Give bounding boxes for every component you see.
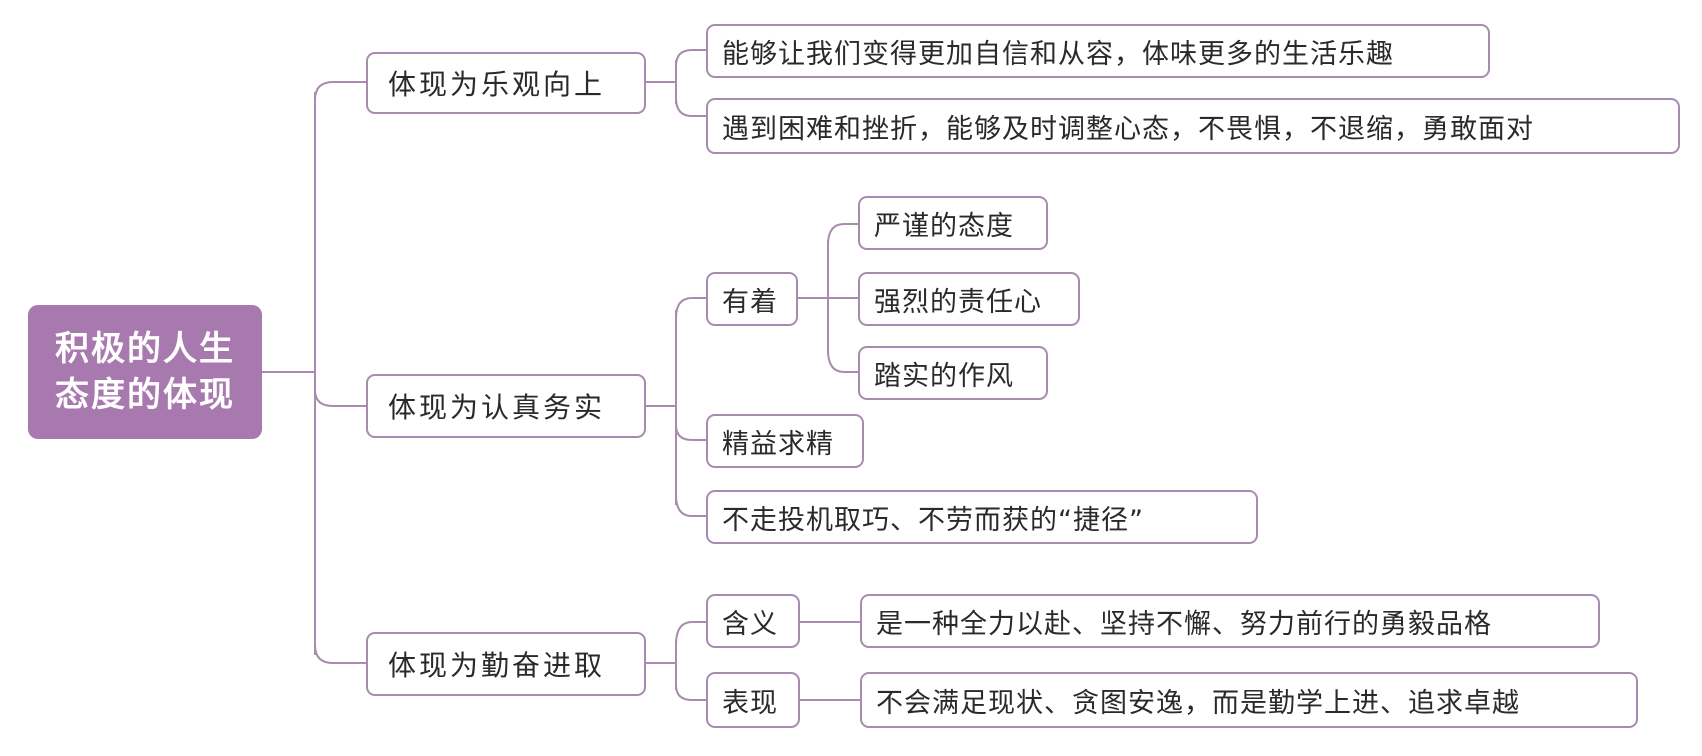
sub-label: 含义 xyxy=(722,608,778,640)
leaf-node[interactable]: 遇到困难和挫折，能够及时调整心态，不畏惧，不退缩，勇敢面对 xyxy=(706,98,1680,154)
connector-branch-2 xyxy=(314,389,366,407)
connector-b2 xyxy=(646,297,706,517)
leaf-node[interactable]: 不会满足现状、贪图安逸，而是勤学上进、追求卓越 xyxy=(860,672,1638,728)
root-line-1: 积极的人生 xyxy=(55,329,235,369)
branch-label: 体现为乐观向上 xyxy=(388,68,606,101)
leaf-label: 不走投机取巧、不劳而获的“捷径” xyxy=(722,504,1144,536)
leaf-node[interactable]: 能够让我们变得更加自信和从容，体味更多的生活乐趣 xyxy=(706,24,1490,78)
leaf-node[interactable]: 是一种全力以赴、坚持不懈、努力前行的勇毅品格 xyxy=(860,594,1600,648)
leaf-label: 遇到困难和挫折，能够及时调整心态，不畏惧，不退缩，勇敢面对 xyxy=(722,113,1534,145)
leaf-node[interactable]: 严谨的态度 xyxy=(858,196,1048,250)
branch-optimistic[interactable]: 体现为乐观向上 xyxy=(366,52,646,114)
connector-b3 xyxy=(646,621,706,701)
leaf-label: 踏实的作风 xyxy=(874,360,1014,392)
sub-label: 有着 xyxy=(722,286,778,318)
branch-label: 体现为勤奋进取 xyxy=(388,649,606,682)
sub-node-youzhe[interactable]: 有着 xyxy=(706,272,798,326)
leaf-label: 能够让我们变得更加自信和从容，体味更多的生活乐趣 xyxy=(722,38,1394,70)
sub-node-biaoxian[interactable]: 表现 xyxy=(706,672,800,728)
connector-youzhe xyxy=(798,223,858,373)
leaf-label: 是一种全力以赴、坚持不懈、努力前行的勇毅品格 xyxy=(876,608,1492,640)
connector-branch-3 xyxy=(314,644,366,664)
sub-label: 表现 xyxy=(722,687,778,719)
leaf-label: 精益求精 xyxy=(722,428,834,460)
connector-b1 xyxy=(646,49,706,117)
sub-node-hanyi[interactable]: 含义 xyxy=(706,594,800,648)
root-line-2: 态度的体现 xyxy=(55,375,235,415)
connector-branch-1 xyxy=(314,81,366,101)
branch-practical[interactable]: 体现为认真务实 xyxy=(366,374,646,438)
leaf-node[interactable]: 强烈的责任心 xyxy=(858,272,1080,326)
leaf-node[interactable]: 踏实的作风 xyxy=(858,346,1048,400)
leaf-label: 强烈的责任心 xyxy=(874,286,1042,318)
branch-label: 体现为认真务实 xyxy=(388,391,606,424)
leaf-label: 严谨的态度 xyxy=(874,210,1014,242)
root-node[interactable]: 积极的人生 态度的体现 xyxy=(28,305,262,439)
leaf-label: 不会满足现状、贪图安逸，而是勤学上进、追求卓越 xyxy=(876,687,1520,719)
branch-diligent[interactable]: 体现为勤奋进取 xyxy=(366,632,646,696)
leaf-node[interactable]: 不走投机取巧、不劳而获的“捷径” xyxy=(706,490,1258,544)
leaf-node[interactable]: 精益求精 xyxy=(706,414,864,468)
